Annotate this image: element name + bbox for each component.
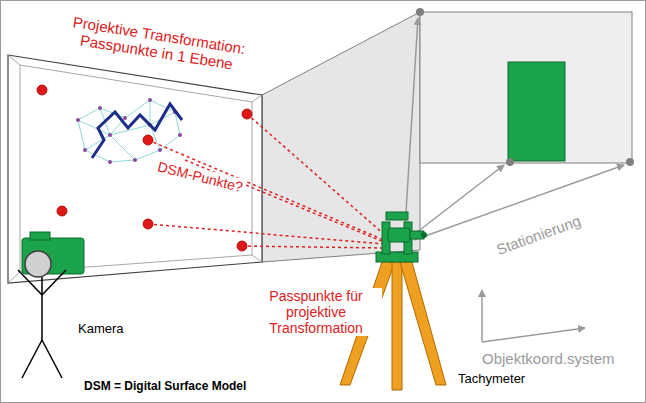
control-point: [506, 158, 514, 166]
dashed-rays: [148, 114, 386, 248]
camera-label: Kamera: [78, 322, 124, 337]
axes-label: Objektkoord.system: [480, 350, 617, 367]
object-wall: [420, 12, 632, 163]
control-point: [626, 158, 634, 166]
abbreviation-note: DSM = Digital Surface Model: [84, 380, 246, 394]
control-point: [416, 8, 424, 16]
object-axes: [482, 290, 585, 342]
person-figure: [18, 270, 66, 378]
stationing-arrows: [405, 18, 624, 240]
tachymeter-label: Tachymeter: [458, 372, 525, 387]
control-point-note: Passpunkte für projektive Transformation: [250, 288, 382, 336]
green-object: [508, 62, 565, 161]
camera-symbol: [22, 232, 84, 277]
dsm-network: [78, 100, 180, 162]
image-plane: [8, 55, 262, 283]
blue-line-feature: [92, 104, 182, 158]
stationing-label: Stationierung: [494, 212, 583, 258]
control-points-image: [37, 85, 252, 251]
dsm-points: [76, 98, 182, 164]
